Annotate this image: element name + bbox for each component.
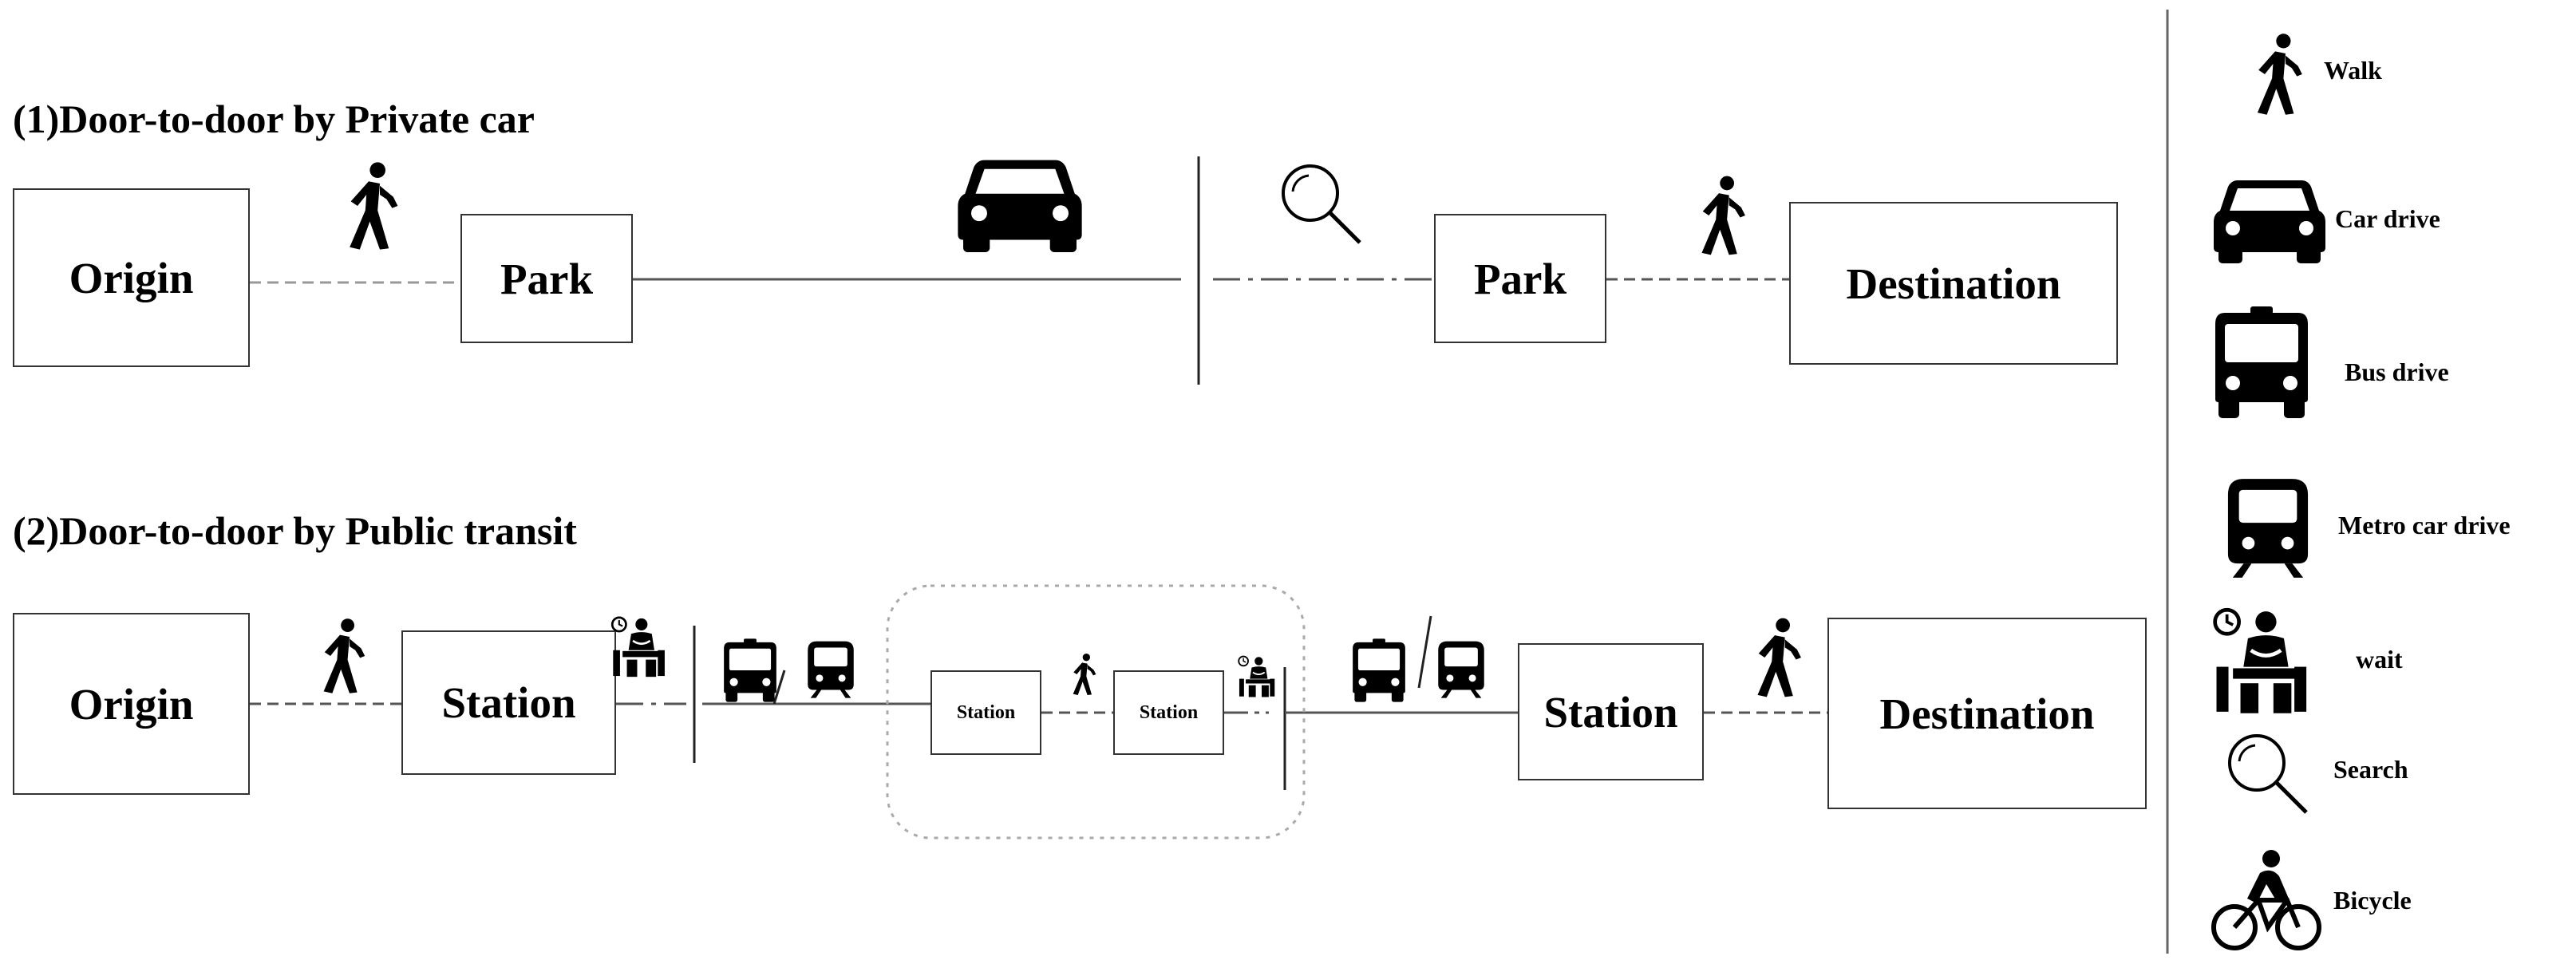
station-label: Station	[1543, 687, 1678, 737]
metro-icon	[1436, 638, 1486, 699]
origin-label: Origin	[69, 679, 194, 729]
walk-icon	[311, 614, 369, 697]
legend-metro-label: Metro car drive	[2338, 511, 2511, 539]
wait-icon	[1237, 654, 1275, 699]
search-icon	[1277, 160, 1365, 247]
section-title-public-transit: (2)Door-to-door by Public transit	[13, 508, 577, 553]
bus-icon	[1352, 638, 1406, 702]
station-box-origin: Station	[401, 630, 616, 775]
origin-box: Origin	[13, 613, 250, 795]
legend-search-icon	[2223, 729, 2311, 817]
destination-label: Destination	[1846, 259, 2061, 308]
legend-bus-label: Bus drive	[2345, 358, 2449, 386]
slash-divider	[772, 670, 786, 705]
legend-car-icon	[2214, 176, 2325, 263]
legend-bicycle-icon	[2211, 849, 2322, 953]
park-label: Park	[1473, 254, 1567, 303]
origin-box: Origin	[13, 188, 250, 367]
legend-wait-label: wait	[2356, 645, 2403, 674]
car-icon	[958, 155, 1082, 252]
origin-label: Origin	[69, 253, 194, 302]
legend-bus-icon	[2214, 306, 2309, 418]
walk-icon	[1066, 648, 1098, 701]
destination-box: Destination	[1789, 202, 2118, 365]
walk-icon	[335, 158, 402, 254]
destination-label: Destination	[1879, 689, 2095, 738]
park-box-destination: Park	[1434, 214, 1606, 343]
legend: Walk Car drive Bus drive Metro car drive…	[2179, 0, 2570, 960]
legend-bicycle-label: Bicycle	[2333, 886, 2412, 915]
transfer-station-box-b: Station	[1113, 670, 1224, 755]
station-label: Station	[956, 701, 1016, 723]
transfer-frame	[886, 584, 1306, 840]
legend-metro-icon	[2225, 476, 2311, 578]
destination-box: Destination	[1827, 618, 2147, 809]
walk-icon	[1744, 614, 1805, 701]
transfer-station-box-a: Station	[930, 670, 1041, 755]
walk-icon	[1689, 171, 1749, 260]
station-box-destination: Station	[1518, 643, 1704, 780]
station-label: Station	[1139, 701, 1199, 723]
slash-divider	[1417, 615, 1432, 689]
legend-walk-label: Walk	[2324, 56, 2382, 85]
park-box-origin: Park	[460, 214, 633, 343]
legend-walk-icon	[2244, 30, 2306, 118]
station-label: Station	[441, 678, 576, 727]
bus-icon	[723, 638, 777, 702]
park-label: Park	[500, 254, 594, 303]
legend-wait-icon	[2211, 605, 2308, 718]
legend-search-label: Search	[2333, 755, 2408, 784]
section-title-private-car: (1)Door-to-door by Private car	[13, 97, 535, 141]
wait-icon	[610, 614, 666, 680]
metro-icon	[806, 638, 855, 699]
legend-car-label: Car drive	[2335, 204, 2440, 233]
